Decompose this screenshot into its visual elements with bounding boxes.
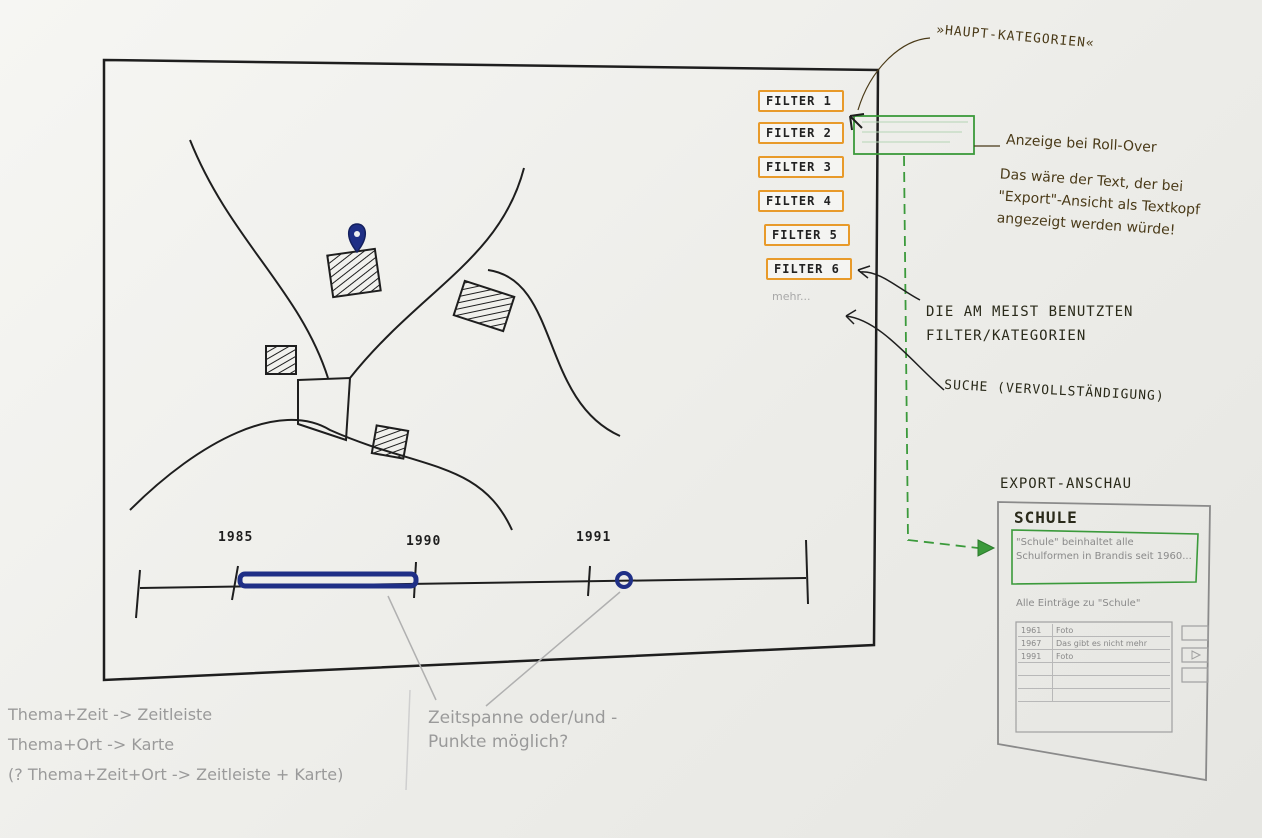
- rollover-tooltip: [853, 115, 975, 155]
- filter-button-2[interactable]: FILTER 2: [758, 122, 844, 144]
- entry-year: 1967: [1018, 636, 1053, 650]
- map-road: [189, 139, 329, 379]
- timeline-range-selection: [237, 571, 419, 589]
- export-entries-label: Alle Einträge zu "Schule": [1016, 598, 1141, 609]
- map-road: [487, 269, 621, 437]
- home-icon: [1181, 625, 1209, 641]
- map-area-marker: [265, 345, 297, 375]
- export-description: "Schule" beinhaltet alle Schulformen in …: [1016, 537, 1192, 562]
- table-row[interactable]: 1967 Das gibt es nicht mehr: [1018, 636, 1170, 650]
- timeline-tick-label: 1990: [406, 534, 442, 549]
- entry-year: 1961: [1018, 624, 1053, 637]
- filter-button-1[interactable]: FILTER 1: [758, 90, 844, 112]
- table-row[interactable]: 1961 Foto: [1018, 624, 1170, 637]
- filter-sidebar: FILTER 1 FILTER 2 FILTER 3 FILTER 4 FILT…: [758, 90, 852, 320]
- map-area-marker: [452, 279, 516, 333]
- map-area-marker: [370, 424, 410, 460]
- map-plaza: [297, 376, 352, 442]
- play-icon: [1181, 647, 1209, 663]
- entry-text: Das gibt es nicht mehr: [1052, 636, 1170, 650]
- more-filters-link[interactable]: mehr...: [772, 290, 811, 303]
- filter-button-3[interactable]: FILTER 3: [758, 156, 844, 178]
- map-road: [129, 419, 513, 531]
- main-window-frame: [102, 58, 880, 682]
- timeline-tick-label: 1985: [218, 530, 254, 545]
- audio-icon: [1181, 667, 1209, 683]
- export-entries-table: 1961 Foto 1967 Das gibt es nicht mehr 19…: [1018, 624, 1170, 702]
- entry-text: Foto: [1052, 649, 1170, 663]
- timeline-tick-label: 1991: [576, 530, 612, 545]
- export-heading: EXPORT-ANSCHAU: [1000, 476, 1133, 492]
- entry-text: Foto: [1052, 624, 1170, 637]
- annotation-timespan: Zeitspanne oder/und -Punkte möglich?: [428, 708, 618, 752]
- map-area-marker: [326, 247, 382, 299]
- timeline-point-selection: [615, 571, 633, 589]
- filter-button-6[interactable]: FILTER 6: [766, 258, 852, 280]
- export-title: SCHULE: [1014, 508, 1078, 527]
- annotation-most-used: DIE AM MEIST BENUTZTEN FILTER/KATEGORIEN: [926, 304, 1134, 344]
- filter-button-5[interactable]: FILTER 5: [764, 224, 850, 246]
- filter-button-4[interactable]: FILTER 4: [758, 190, 844, 212]
- entry-year: 1991: [1018, 649, 1053, 663]
- export-preview-frame: [997, 501, 1211, 782]
- table-row[interactable]: 1991 Foto: [1018, 649, 1170, 663]
- map-road: [349, 167, 525, 379]
- map-pin-icon: [348, 223, 366, 254]
- annotation-view-modes: Thema+Zeit -> Zeitleiste Thema+Ort -> Ka…: [8, 705, 344, 784]
